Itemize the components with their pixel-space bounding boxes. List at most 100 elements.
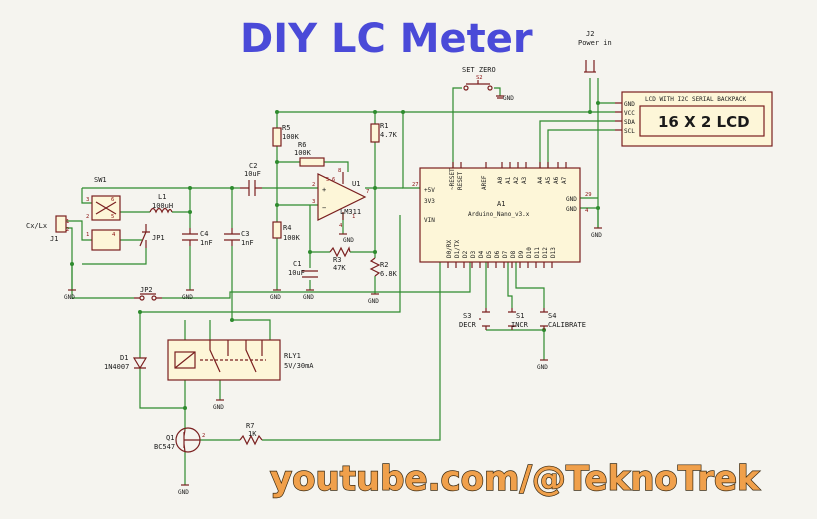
s3-label: DECR	[459, 321, 477, 329]
svg-text:D4: D4	[478, 250, 485, 258]
junctions	[70, 101, 600, 410]
svg-text:8: 8	[338, 168, 341, 174]
resistor-r2: R2 6.8K	[369, 257, 398, 278]
capacitor-c1: C1 10uF	[288, 260, 318, 278]
svg-text:GND: GND	[182, 294, 193, 301]
schematic-title: DIY LC Meter	[240, 16, 533, 62]
r1-value: 4.7K	[380, 131, 398, 139]
button-s4: S4 CALIBRATE	[540, 308, 586, 330]
d1-value: 1N4007	[104, 363, 129, 371]
svg-text:D2: D2	[462, 250, 469, 258]
svg-text:A2: A2	[513, 176, 520, 184]
j2-power-connector: J2 Power in	[578, 30, 612, 73]
svg-text:GND: GND	[537, 364, 548, 371]
connector-j1: 1 2 Cx/Lx J1	[26, 215, 69, 243]
c4-ref: C4	[200, 230, 208, 238]
r7-value: 1K	[248, 430, 257, 438]
s4-label: CALIBRATE	[548, 321, 586, 329]
svg-text:A4: A4	[537, 176, 544, 184]
comparator-u1: + − U1 LM311 2 3 4 7 1 8 5 6	[312, 168, 369, 229]
svg-text:GND: GND	[566, 196, 577, 203]
svg-text:D3: D3	[470, 250, 477, 258]
svg-text:RESET: RESET	[457, 172, 464, 190]
lcd-pin-vcc: VCC	[624, 110, 635, 117]
lcd-module: LCD WITH I2C SERIAL BACKPACK 16 X 2 LCD …	[615, 91, 773, 147]
transistor-q1: Q1 BC547 2	[154, 427, 205, 453]
s1-ref: S1	[516, 312, 524, 320]
svg-text:4: 4	[339, 223, 343, 229]
s3-ref: S3	[463, 312, 471, 320]
rly1-value: 5V/30mA	[284, 362, 314, 370]
gnd-symbols: GND GND GND GND GND GND GND GND GND GND …	[64, 95, 602, 496]
svg-text:+: +	[322, 186, 326, 194]
svg-text:D0/RX: D0/RX	[446, 240, 453, 258]
svg-text:GND: GND	[343, 237, 354, 244]
svg-text:D12: D12	[542, 247, 549, 258]
arduino-bottom-pins: D0/RX D1/TX D2 D3 D4 D5 D6 D7 D8 D9 D10 …	[446, 240, 557, 258]
resistor-r5: R5 100K	[272, 124, 300, 147]
jp2-ref: JP2	[140, 286, 153, 294]
l1-value: 100uH	[152, 202, 173, 210]
svg-text:GND: GND	[64, 294, 75, 301]
relay-rly1: RLY1 5V/30mA	[167, 339, 314, 381]
svg-text:4: 4	[585, 208, 589, 214]
svg-text:3: 3	[86, 197, 89, 203]
svg-text:VIN: VIN	[424, 217, 435, 224]
svg-text:GND: GND	[303, 294, 314, 301]
wires	[66, 78, 615, 485]
svg-text:~RESET: ~RESET	[449, 168, 456, 190]
svg-text:AREF: AREF	[481, 175, 488, 190]
r2-value: 6.8K	[380, 270, 398, 278]
svg-text:GND: GND	[591, 232, 602, 239]
svg-text:1: 1	[352, 214, 355, 220]
r1-ref: R1	[380, 122, 388, 130]
svg-text:+5V: +5V	[424, 187, 435, 194]
svg-text:A7: A7	[561, 176, 568, 184]
r6-ref: R6	[298, 141, 306, 149]
svg-text:4: 4	[112, 232, 116, 238]
svg-text:1: 1	[86, 232, 89, 238]
svg-text:6: 6	[332, 177, 335, 183]
j1-ref: J1	[50, 235, 58, 243]
inductor-l1: L1 100uH	[149, 193, 173, 214]
svg-text:6: 6	[111, 197, 114, 203]
q1-ref: Q1	[166, 434, 174, 442]
a1-ref: A1	[497, 200, 505, 208]
channel-url: youtube.com/@TeknoTrek	[270, 459, 761, 499]
jumper-jp2: JP2	[134, 286, 162, 301]
capacitor-c2: C2 10uF	[240, 162, 262, 196]
s4-ref: S4	[548, 312, 556, 320]
svg-text:3: 3	[312, 199, 315, 205]
svg-text:D5: D5	[486, 250, 493, 258]
resistor-r1: R1 4.7K	[370, 122, 398, 143]
c1-value: 10uF	[288, 269, 305, 277]
capacitor-c3: C3 1nF	[224, 228, 254, 247]
r4-value: 100K	[283, 234, 301, 242]
s2-ref: S2	[476, 75, 483, 81]
svg-text:A1: A1	[505, 176, 512, 184]
c3-value: 1nF	[241, 239, 254, 247]
set-zero-switch: SET ZERO S2	[462, 66, 496, 91]
u1-ref: U1	[352, 180, 360, 188]
lcd-pin-gnd: GND	[624, 101, 635, 108]
r6-value: 100K	[294, 149, 312, 157]
c3-ref: C3	[241, 230, 249, 238]
svg-text:GND: GND	[178, 489, 189, 496]
svg-text:GND: GND	[566, 206, 577, 213]
r2-ref: R2	[380, 261, 388, 269]
svg-text:29: 29	[585, 192, 592, 198]
c4-value: 1nF	[200, 239, 213, 247]
svg-text:2: 2	[312, 182, 315, 188]
svg-text:A6: A6	[553, 176, 560, 184]
svg-text:D10: D10	[526, 247, 533, 258]
svg-text:D6: D6	[494, 250, 501, 258]
r7-ref: R7	[246, 422, 254, 430]
svg-text:3V3: 3V3	[424, 198, 435, 205]
svg-text:GND: GND	[213, 404, 224, 411]
svg-text:−: −	[322, 204, 326, 212]
svg-text:D8: D8	[510, 250, 517, 258]
switch-sw1: SW1 3 6 2 5 1 4	[86, 176, 121, 251]
resistor-r6: R6 100K	[294, 141, 325, 167]
arduino-nano-a1: A1 Arduino_Nano_v3.x +5V 3V3 VIN GND GND…	[412, 162, 592, 268]
